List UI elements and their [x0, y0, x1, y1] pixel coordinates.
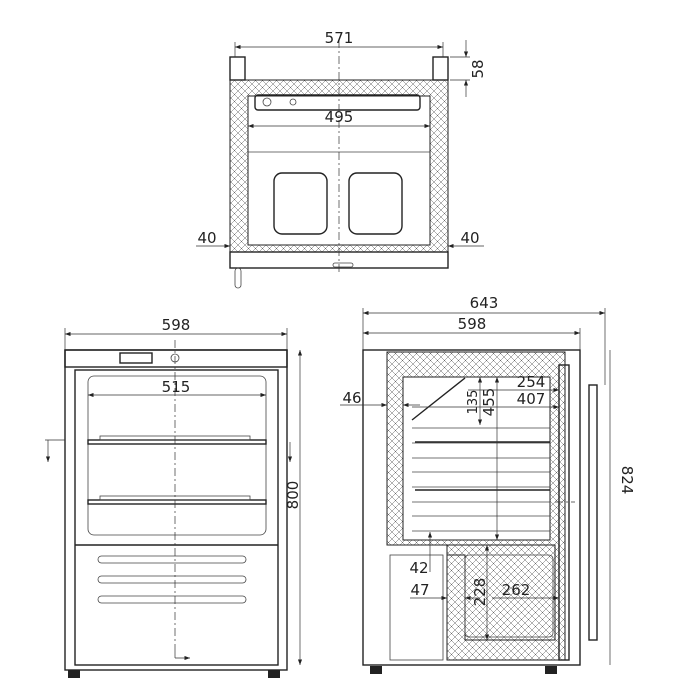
- foot: [68, 670, 80, 678]
- door-frame: [74, 369, 279, 666]
- window-left: [273, 172, 328, 235]
- foot: [268, 670, 280, 678]
- window-right: [348, 172, 403, 235]
- dim-455: 455: [480, 388, 498, 417]
- shelf-2: [87, 499, 267, 505]
- dim-40-left: 40: [197, 229, 216, 247]
- dim-47: 47: [410, 581, 429, 599]
- grille-slot: [97, 555, 247, 564]
- knob-icon: [262, 97, 272, 107]
- dim-254: 254: [517, 373, 546, 391]
- control-panel: [254, 94, 421, 111]
- door-handle: [588, 384, 598, 641]
- display: [119, 352, 153, 364]
- light-icon: [289, 98, 297, 106]
- shelf-rails: [412, 427, 550, 532]
- top-view: 571 495 58 40 40: [196, 29, 487, 289]
- dim-800: 800: [284, 481, 302, 510]
- front-view: 598 515 800: [45, 316, 303, 678]
- dim-58: 58: [469, 59, 487, 78]
- dim-824: 824: [618, 466, 636, 495]
- dim-262: 262: [502, 581, 531, 599]
- foot-left: [229, 56, 246, 81]
- dim-515: 515: [162, 378, 191, 396]
- dim-135: 135: [466, 390, 481, 415]
- dim-495: 495: [325, 108, 354, 126]
- dim-598-side: 598: [458, 315, 487, 333]
- dim-407: 407: [517, 390, 546, 408]
- shelf-1: [87, 439, 267, 445]
- compressor-insulation: [446, 544, 556, 641]
- top-panel: [64, 349, 288, 368]
- glass: [87, 375, 267, 536]
- compressor-bay: [389, 554, 444, 661]
- grille-slot: [97, 575, 247, 584]
- dim-40-right: 40: [460, 229, 479, 247]
- dim-571: 571: [325, 29, 354, 47]
- side-outline: [362, 349, 581, 666]
- dim-598-front: 598: [162, 316, 191, 334]
- handle-stub: [234, 267, 242, 289]
- side-view: 643 598 824 46 135 455 254 407 42 47 228…: [340, 294, 636, 674]
- dim-643: 643: [470, 294, 499, 312]
- cabinet-outline: [64, 349, 288, 671]
- door-side: [558, 364, 570, 661]
- dim-42: 42: [409, 559, 428, 577]
- dim-46: 46: [342, 389, 361, 407]
- foot-right: [432, 56, 449, 81]
- grille-slot: [97, 595, 247, 604]
- dim-228: 228: [471, 578, 489, 607]
